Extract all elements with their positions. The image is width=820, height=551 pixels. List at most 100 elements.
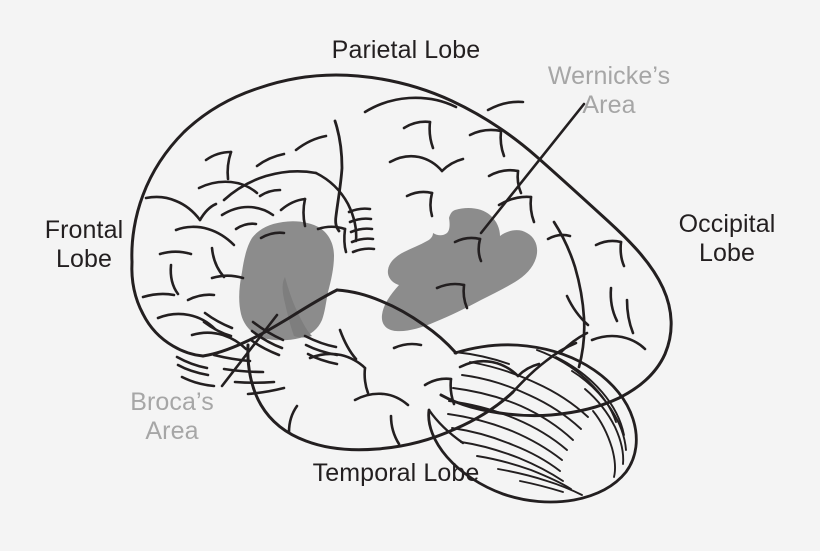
cerebellum-folium-15 (592, 410, 616, 478)
insula-hatch-3 (249, 338, 281, 357)
insula-hatch-1 (251, 320, 285, 342)
sulcus-f7 (156, 312, 217, 331)
sulcus-p6 (405, 190, 434, 198)
temporal-lobe-upper-edge (335, 288, 458, 355)
sulcus-p18 (529, 195, 536, 224)
cerebellum-folium-10 (519, 480, 564, 493)
sulcus-p17 (497, 195, 533, 207)
sulcus-t10 (287, 404, 299, 434)
sulcus-f2 (174, 225, 236, 247)
label-temporal-lobe: Temporal Lobe (312, 459, 480, 487)
cerebellum-folium-3 (452, 387, 574, 441)
sulcus-o3 (609, 286, 619, 323)
sulcus-c3 (279, 197, 307, 212)
sulcus-c4 (302, 197, 307, 228)
sulcus-t5 (389, 414, 401, 446)
sulcus-p12 (477, 237, 483, 263)
cerebellum-folium-8 (476, 455, 572, 490)
sulcus-c6 (316, 225, 347, 231)
insula-hatch-6 (175, 355, 209, 370)
sulcus-t6 (423, 377, 453, 387)
insula-hatch-9 (222, 367, 265, 374)
label-brocas-area: Broca’s Area (130, 388, 214, 445)
sulcus-comb-3 (349, 227, 374, 234)
sulcus-p8 (468, 128, 503, 137)
sulcus-p13 (487, 168, 520, 178)
sulcus-o5 (565, 294, 590, 327)
insula-hatch-4 (203, 311, 234, 330)
sulcus-t3 (363, 366, 370, 395)
insula-hatch-5 (202, 320, 233, 338)
sulcus-f6 (141, 292, 176, 299)
sulcus-f13 (234, 222, 258, 231)
sulcus-comb-2 (348, 217, 373, 224)
leader-lines (220, 102, 586, 388)
sulcus-f14 (210, 274, 245, 280)
sulcus-t4 (353, 392, 410, 407)
brocas-area-shading (239, 221, 334, 341)
cerebellum-folium-16 (454, 351, 510, 365)
brainstem-edge (427, 408, 465, 445)
brocas-leader-line (220, 313, 279, 388)
sulcus-f16 (210, 246, 226, 279)
sulcus-p14 (516, 169, 523, 195)
brain-outlines (130, 73, 673, 504)
sulcus-f1 (144, 195, 202, 222)
cerebellum-folium-5 (447, 413, 563, 461)
label-occipital-lobe: Occipital Lobe (678, 210, 776, 267)
sulcus-c10 (255, 152, 286, 168)
wernickes-leader-line (479, 102, 586, 235)
sulcus-t11 (392, 342, 423, 350)
insula-hatch-2 (250, 329, 284, 350)
frontal-lower-contour (130, 260, 205, 358)
sulcus-f8 (186, 293, 216, 302)
sulcus-p15 (435, 282, 466, 290)
sulcus-p10 (486, 100, 525, 112)
sulcus-p16 (462, 283, 469, 310)
sulcus-p4 (388, 154, 444, 173)
cerebellum-folium-13 (571, 370, 627, 451)
sulcus-c9 (294, 134, 328, 152)
sulcus-f15 (190, 331, 248, 351)
insula-hatch-8 (212, 353, 252, 363)
sulcus-o4 (590, 334, 647, 351)
sulcus-c8 (259, 231, 286, 240)
cerebellum-folium-12 (555, 356, 625, 436)
sulcus-p2 (402, 120, 432, 130)
sulcus-c1 (222, 170, 318, 202)
label-frontal-lobe: Frontal Lobe (44, 216, 124, 273)
cerebellum-folium-7 (460, 441, 564, 482)
sulcus-p9 (499, 129, 506, 158)
sulcus-t8 (458, 359, 520, 378)
sulcus-c5 (258, 188, 282, 198)
brocas-area-crease (282, 277, 312, 338)
sulcus-comb-4 (350, 237, 375, 244)
label-wernickes-area: Wernicke’s Area (547, 62, 671, 119)
cerebellum-folium-9 (497, 468, 583, 496)
sulcus-o1 (594, 239, 623, 247)
sulcus-f9 (204, 150, 233, 162)
sulcus-f3 (198, 202, 218, 222)
cerebellum-folium-4 (448, 400, 568, 451)
sulcus-p7 (429, 191, 434, 218)
wernickes-area-shading (381, 207, 538, 332)
sulcus-p3 (428, 120, 435, 150)
sulcus-p11 (453, 236, 482, 244)
cerebellum-outline (427, 343, 638, 504)
sulcus-o2 (619, 240, 626, 268)
parieto-occipital-sulcus (552, 220, 586, 369)
sulcus-f12 (220, 205, 275, 217)
central-sulcus (333, 119, 344, 233)
insula-hatch-7 (176, 363, 210, 377)
cerebellum-folium-14 (584, 388, 625, 465)
brain-shaded-regions (239, 207, 538, 341)
sulcus-p19 (546, 233, 572, 241)
sulcus-f4 (158, 250, 193, 256)
cerebellum-folium-2 (461, 374, 582, 430)
sulcus-p1 (363, 96, 458, 114)
sulcus-f11 (197, 180, 259, 195)
sulcus-comb-1 (347, 207, 372, 214)
sulcus-t2 (308, 352, 367, 370)
